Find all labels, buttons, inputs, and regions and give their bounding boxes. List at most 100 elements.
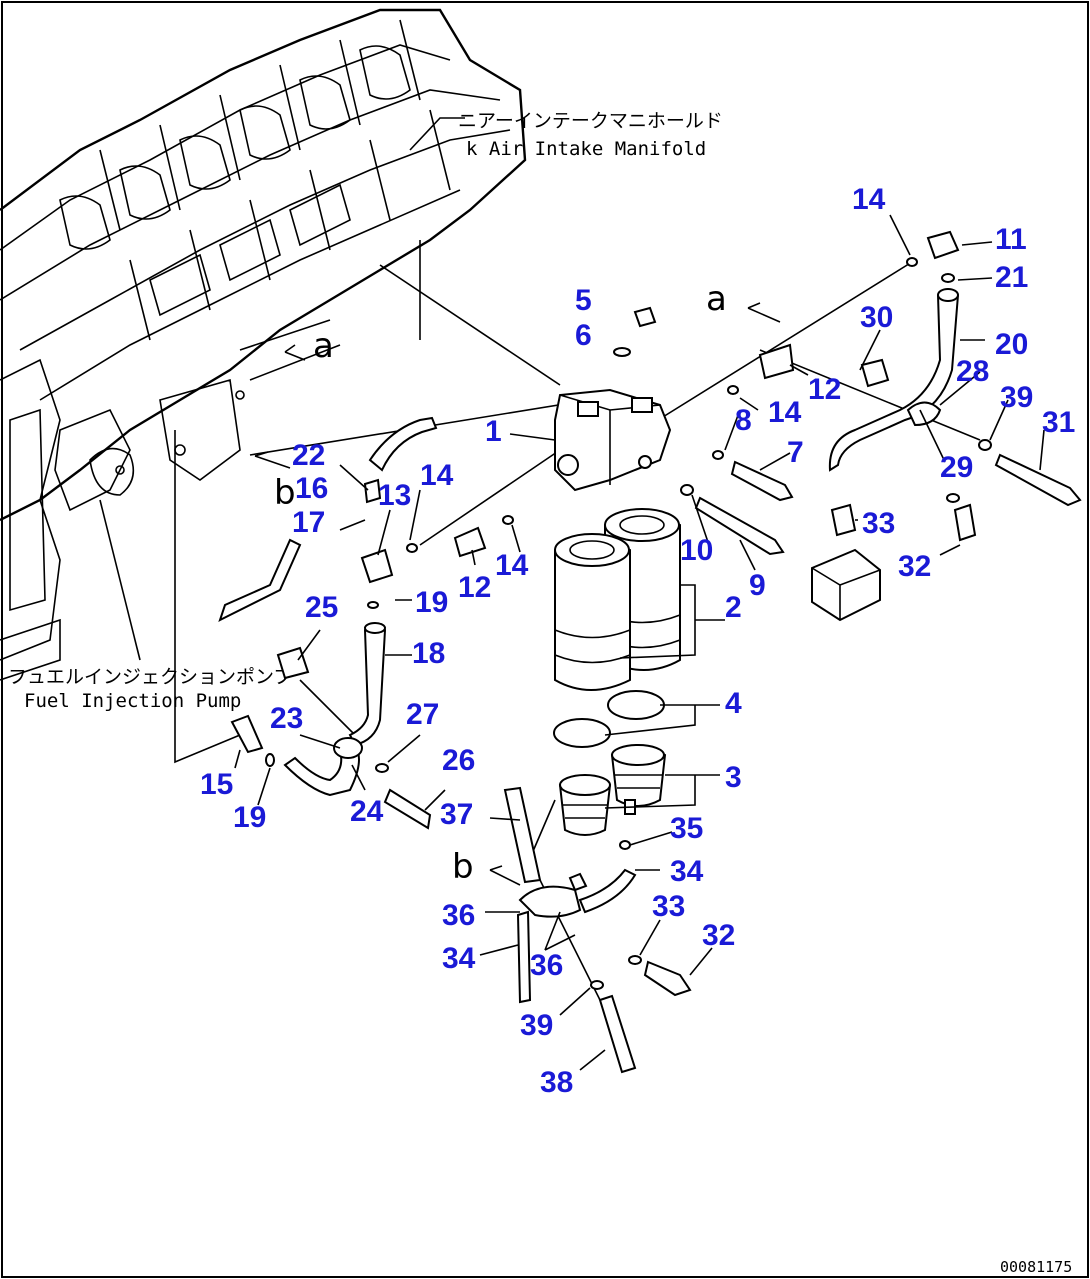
bolt-26 [383, 788, 432, 830]
callout-19: 19 [233, 801, 266, 834]
junction-block [811, 548, 881, 622]
o-ring-14-b [727, 385, 739, 395]
view-letter-a-left: a [313, 326, 334, 366]
callout-37: 37 [440, 798, 473, 831]
callout-15: 15 [200, 768, 233, 801]
callout-7: 7 [787, 436, 804, 469]
clamp-30 [860, 358, 890, 388]
manifold-label-en: k Air Intake Manifold [466, 138, 706, 160]
washer-39 [978, 439, 992, 451]
callout-36: 36 [530, 949, 563, 982]
callout-30: 30 [860, 301, 893, 334]
o-ring-35 [619, 840, 631, 850]
callout-26: 26 [442, 744, 475, 777]
callout-32: 32 [898, 550, 931, 583]
fitting-33 [830, 503, 857, 537]
hose-20 [828, 289, 960, 472]
elbow-11 [926, 230, 960, 260]
callout-20: 20 [995, 328, 1028, 361]
o-ring-14-d [502, 515, 514, 525]
o-ring-19-upper [367, 601, 379, 609]
callout-18: 18 [412, 637, 445, 670]
callout-25: 25 [305, 591, 338, 624]
bolt-38 [598, 994, 637, 1074]
o-ring-left [553, 718, 611, 748]
bracket-25 [218, 538, 302, 622]
callout-35: 35 [670, 812, 703, 845]
bolt-32-lower [643, 960, 692, 997]
pump-leader-2 [174, 430, 241, 764]
view-arrows [254, 302, 781, 886]
washer-6 [613, 347, 631, 357]
callout-23: 23 [270, 702, 303, 735]
callout-22: 22 [292, 439, 325, 472]
tee-13 [360, 548, 394, 584]
rail-line-4 [759, 349, 981, 441]
callout-10: 10 [680, 534, 713, 567]
pump-label-jp: フュエルインジェクションポンプ [8, 666, 292, 688]
pump-label-en: Fuel Injection Pump [24, 690, 241, 712]
washer-8 [712, 450, 724, 460]
callout-8: 8 [735, 404, 752, 437]
callout-14: 14 [495, 549, 529, 582]
view-letter-a-right: a [706, 279, 727, 319]
rail-line-6 [299, 679, 361, 741]
callout-3: 3 [725, 761, 742, 794]
pump-leader-1 [99, 499, 141, 661]
o-ring-19-lower [265, 753, 275, 767]
filter-head [554, 388, 672, 492]
drain-tube-34-upper [578, 868, 637, 914]
callout-4: 4 [725, 687, 742, 720]
callout-12: 12 [808, 373, 841, 406]
callout-29: 29 [940, 451, 973, 484]
callout-5: 5 [575, 284, 592, 317]
rail-line-1 [379, 264, 561, 386]
manifold-label-jp: ニアーインテークマニホールド [458, 110, 723, 132]
clamp-23 [333, 737, 363, 759]
o-ring-14-c [406, 543, 418, 553]
washer-33-lower [628, 955, 642, 965]
bolt-7 [730, 460, 794, 502]
clamp-28 [906, 401, 942, 427]
callout-36: 36 [442, 899, 475, 932]
o-ring-right [607, 690, 665, 720]
callout-39: 39 [1000, 381, 1033, 414]
callout-31: 31 [1042, 406, 1075, 439]
callout-11: 11 [995, 223, 1027, 256]
fitting-16 [363, 478, 382, 504]
callout-33: 33 [652, 890, 685, 923]
manifold-leader [409, 117, 465, 151]
callout-16: 16 [295, 472, 328, 505]
washer-27 [375, 763, 389, 773]
o-ring-21 [941, 273, 955, 283]
view-letter-b-left: b [274, 473, 296, 513]
drawing-code: 00081175 [1000, 1258, 1072, 1276]
callout-38: 38 [540, 1066, 573, 1099]
callout-24: 24 [350, 795, 384, 828]
callout-34: 34 [442, 942, 476, 975]
callout-numbers: 14 11 21 5 6 20 30 28 39 31 12 1 8 14 7 … [200, 183, 1075, 1099]
callout-2: 2 [725, 591, 742, 624]
hose-upper [368, 416, 438, 472]
view-letter-b-lower: b [452, 847, 474, 887]
drain-tube-34-lower [516, 910, 532, 1004]
callout-6: 6 [575, 319, 592, 352]
callout-1: 1 [485, 415, 502, 448]
filter-bowls [558, 744, 667, 836]
fitting-12-upper [758, 343, 795, 380]
washer-10 [680, 484, 694, 496]
callout-34: 34 [670, 855, 704, 888]
callout-39: 39 [520, 1009, 553, 1042]
engine-block-drawing [0, 8, 527, 681]
callout-28: 28 [956, 355, 989, 388]
washer-33-upper [946, 493, 960, 503]
callout-14: 14 [768, 396, 802, 429]
callout-17: 17 [292, 506, 325, 539]
drain-manifold-36 [518, 885, 582, 918]
tube-37 [503, 786, 542, 884]
clip-34 [568, 872, 588, 892]
fitting-12-lower [453, 526, 487, 558]
callout-leaders [234, 214, 1045, 1071]
callout-12: 12 [458, 571, 491, 604]
